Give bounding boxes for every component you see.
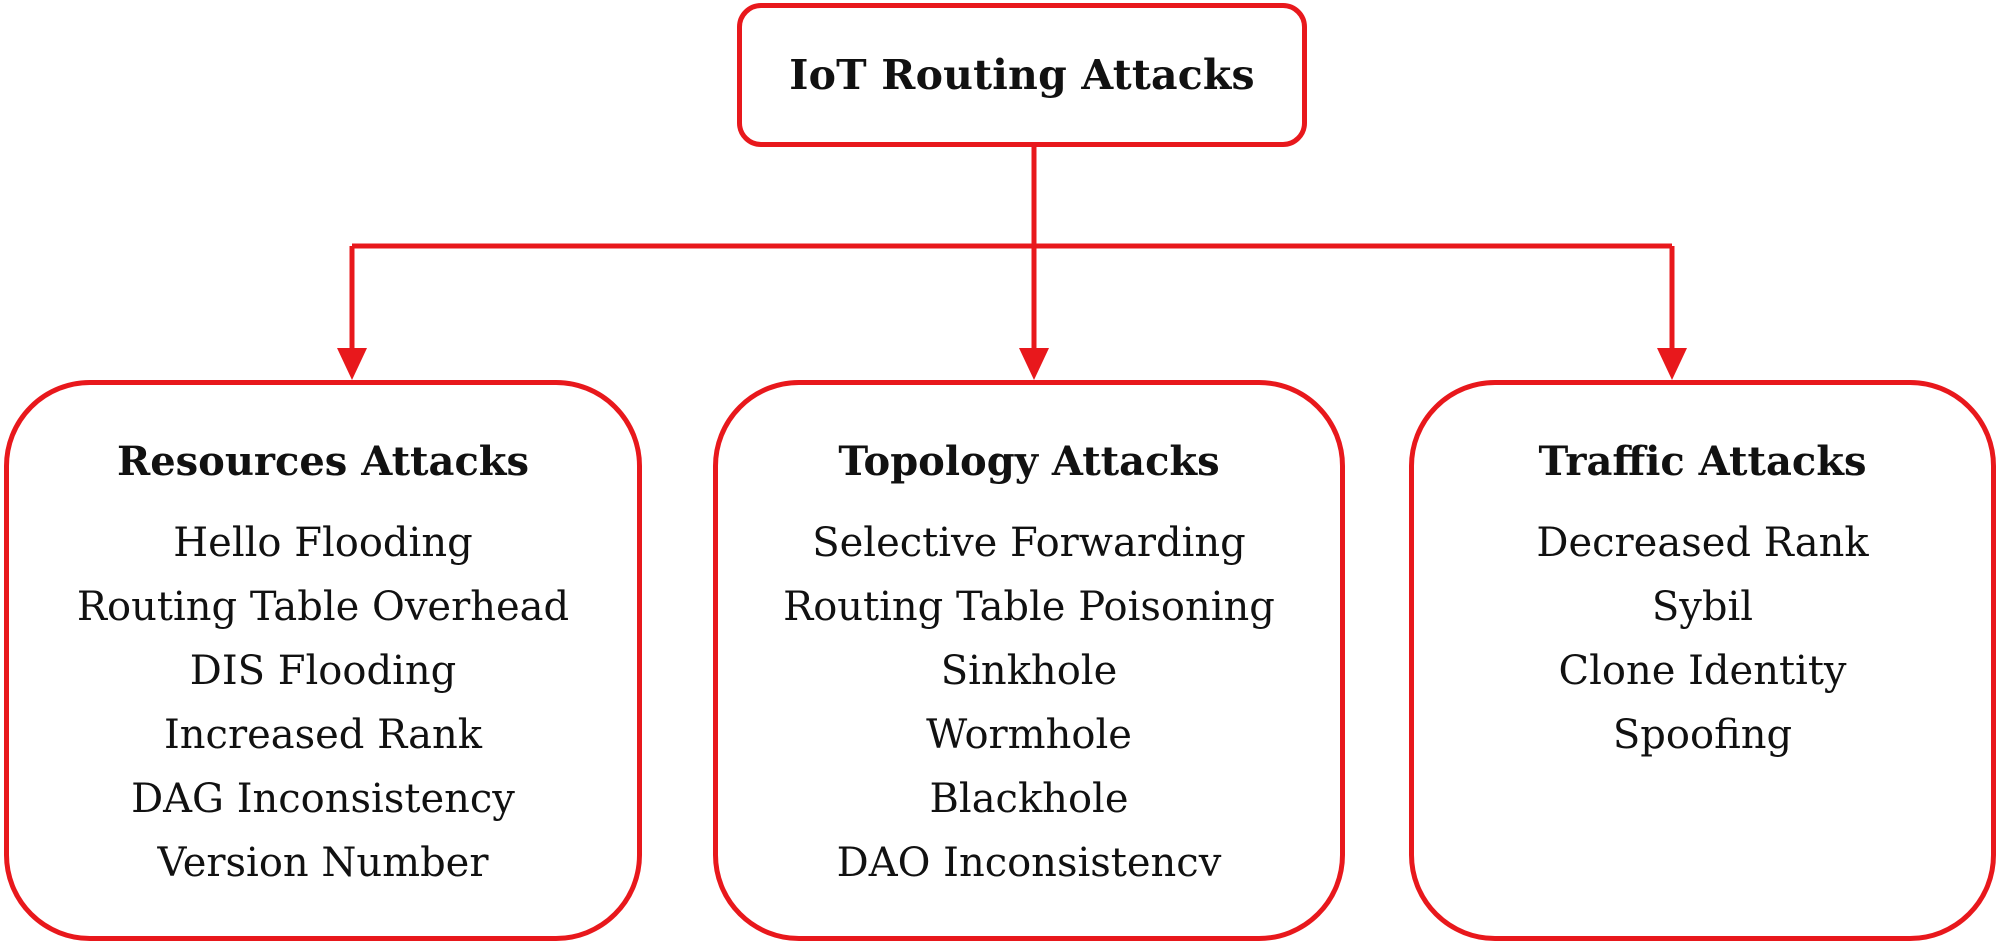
category-box-resources: Resources Attacks Hello Flooding Routing… — [4, 380, 642, 941]
attack-list: Decreased Rank Sybil Clone Identity Spoo… — [1414, 511, 1991, 767]
attack-item: Sinkhole — [940, 648, 1118, 694]
attack-item: DAO Inconsistencv — [836, 840, 1222, 886]
attack-item: Clone Identity — [1558, 648, 1847, 694]
category-title: Traffic Attacks — [1538, 438, 1867, 485]
category-title: Resources Attacks — [116, 438, 530, 485]
attack-list: Selective Forwarding Routing Table Poiso… — [718, 511, 1340, 895]
attack-item: Blackhole — [929, 776, 1129, 822]
root-node: IoT Routing Attacks — [737, 3, 1307, 147]
attack-item: Selective Forwarding — [812, 520, 1246, 566]
attack-item: DAG Inconsistency — [131, 776, 515, 822]
root-title: IoT Routing Attacks — [789, 51, 1255, 99]
attack-item: Hello Flooding — [173, 520, 473, 566]
attack-item: Routing Table Overhead — [76, 584, 570, 630]
attack-item: Sybil — [1651, 584, 1754, 630]
category-box-traffic: Traffic Attacks Decreased Rank Sybil Clo… — [1409, 380, 1996, 941]
category-box-topology: Topology Attacks Selective Forwarding Ro… — [713, 380, 1345, 941]
arrowhead-resources — [337, 348, 367, 380]
attack-item: Increased Rank — [163, 712, 482, 758]
arrowhead-topology — [1019, 348, 1049, 380]
attack-item: Decreased Rank — [1536, 520, 1869, 566]
category-title: Topology Attacks — [838, 438, 1220, 485]
attack-item: DIS Flooding — [189, 648, 457, 694]
attack-item: Wormhole — [926, 712, 1132, 758]
attack-item: Spoofing — [1612, 712, 1793, 758]
attack-list: Hello Flooding Routing Table Overhead DI… — [9, 511, 637, 895]
arrowhead-traffic — [1657, 348, 1687, 380]
attack-item: Version Number — [157, 840, 489, 886]
attack-item: Routing Table Poisoning — [783, 584, 1275, 630]
